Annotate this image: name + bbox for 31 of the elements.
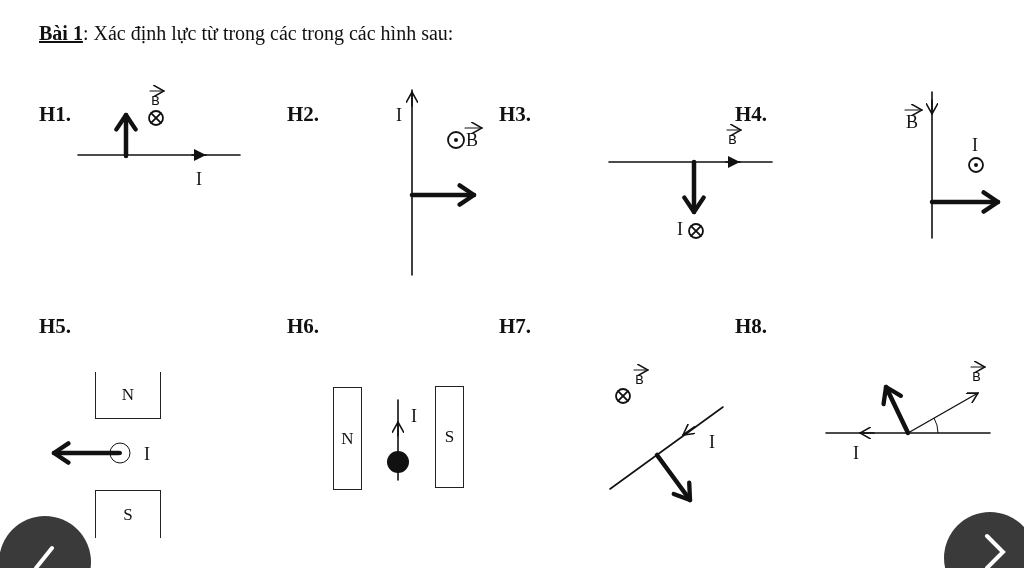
current-label: I xyxy=(677,220,683,238)
pole-letter: N xyxy=(341,428,354,449)
vector-symbol: B xyxy=(906,113,918,131)
current-label: I xyxy=(396,106,402,124)
current-label: I xyxy=(853,444,859,462)
vector-symbol: B xyxy=(728,133,737,146)
magnet-pole xyxy=(95,372,161,419)
vector-symbol: B xyxy=(972,370,981,383)
figure-label: H7. xyxy=(499,316,532,337)
figure-label: H3. xyxy=(499,104,532,125)
vector-symbol: B xyxy=(151,94,160,107)
exercise-heading: Bài 1: Xác định lực từ trong các trong các hình sau: xyxy=(39,22,454,45)
magnet-pole xyxy=(333,387,362,490)
current-label: I xyxy=(411,407,417,425)
current-label: I xyxy=(196,170,202,188)
vector-symbol: B xyxy=(635,373,644,386)
pole-letter: N xyxy=(121,385,135,405)
figure-label: H6. xyxy=(287,316,320,337)
current-label: I xyxy=(972,136,978,154)
figure-label: H4. xyxy=(735,104,768,125)
pole-letter: S xyxy=(444,427,455,447)
figure-label: H1. xyxy=(39,104,72,125)
current-label: I xyxy=(144,445,150,463)
magnet-pole xyxy=(95,490,161,538)
magnet-pole xyxy=(435,386,464,488)
figure-label: H8. xyxy=(735,316,768,337)
pole-letter: S xyxy=(123,504,133,525)
figure-label: H5. xyxy=(39,316,72,337)
vector-symbol: B xyxy=(466,131,478,149)
figure-label: H2. xyxy=(287,104,320,125)
current-label: I xyxy=(709,433,715,451)
